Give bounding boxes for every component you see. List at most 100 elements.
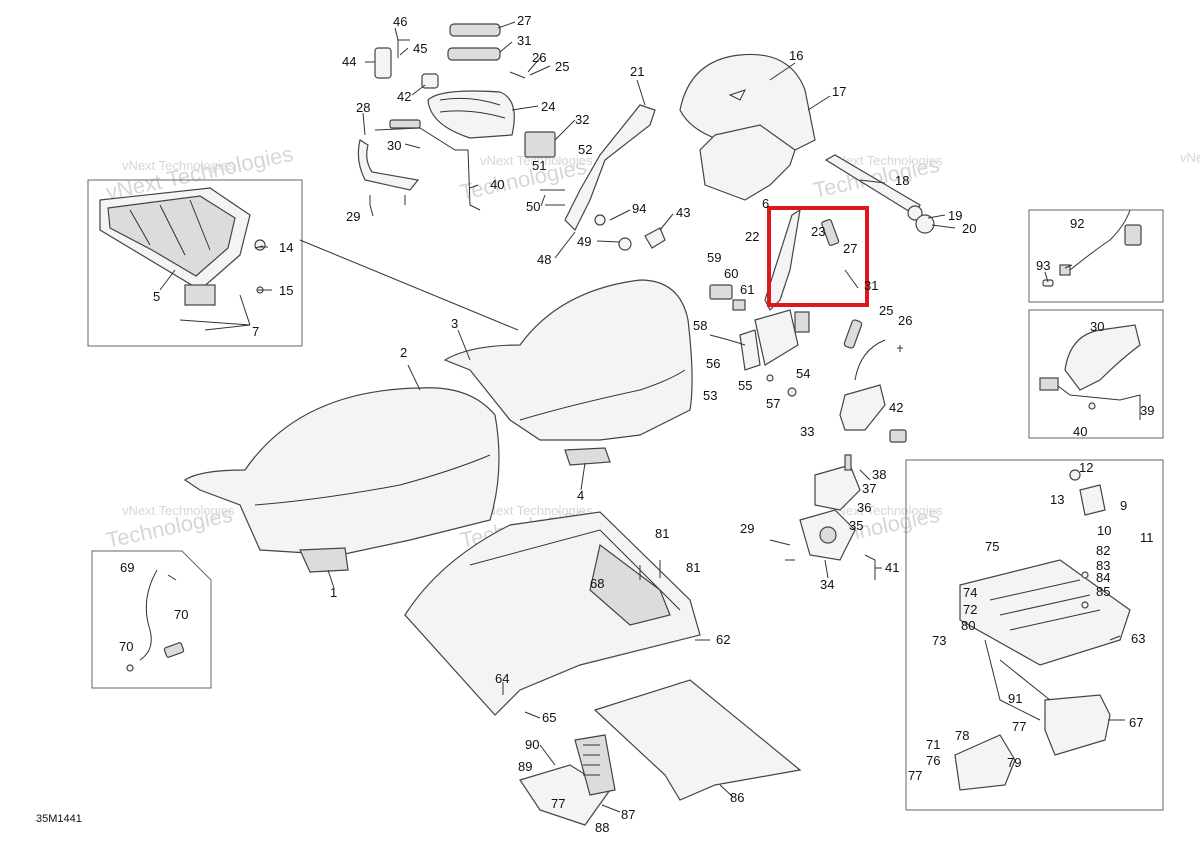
callout-80: 80	[961, 618, 975, 633]
callout-17: 17	[832, 84, 846, 99]
callout-18: 18	[895, 173, 909, 188]
callout-53: 53	[703, 388, 717, 403]
callout-36: 36	[857, 500, 871, 515]
callout-56: 56	[706, 356, 720, 371]
callout-27: 27	[843, 241, 857, 256]
callout-65: 65	[542, 710, 556, 725]
callout-86: 86	[730, 790, 744, 805]
callout-50: 50	[526, 199, 540, 214]
callout-21: 21	[630, 64, 644, 79]
callout-70: 70	[119, 639, 133, 654]
callout-82: 82	[1096, 543, 1110, 558]
callout-63: 63	[1131, 631, 1145, 646]
callout-93: 93	[1036, 258, 1050, 273]
callout-22: 22	[745, 229, 759, 244]
callout-59: 59	[707, 250, 721, 265]
callout-57: 57	[766, 396, 780, 411]
callout-77: 77	[1012, 719, 1026, 734]
inset-box-backrest-assy	[1028, 309, 1164, 439]
callout-85: 85	[1096, 584, 1110, 599]
callout-91: 91	[1008, 691, 1022, 706]
callout-55: 55	[738, 378, 752, 393]
callout-83: 83	[1096, 558, 1110, 573]
callout-26: 26	[532, 50, 546, 65]
callout-52: 52	[578, 142, 592, 157]
callout-69: 69	[120, 560, 134, 575]
callout-73: 73	[932, 633, 946, 648]
callout-29: 29	[346, 209, 360, 224]
callout-28: 28	[356, 100, 370, 115]
callout-25: 25	[555, 59, 569, 74]
callout-30: 30	[1090, 319, 1104, 334]
leader-lines	[159, 21, 1125, 813]
watermark-text: vNext Technologies	[480, 503, 593, 518]
cable-part	[126, 569, 185, 672]
callout-87: 87	[621, 807, 635, 822]
callout-31: 31	[517, 33, 531, 48]
callout-94: 94	[632, 201, 646, 216]
callout-10: 10	[1097, 523, 1111, 538]
mount-plate	[954, 469, 1131, 791]
callout-67: 67	[1129, 715, 1143, 730]
callout-12: 12	[1079, 460, 1093, 475]
callout-48: 48	[537, 252, 551, 267]
callout-43: 43	[676, 205, 690, 220]
callout-1: 1	[330, 585, 337, 600]
callout-81: 81	[686, 560, 700, 575]
callout-46: 46	[393, 14, 407, 29]
callout-16: 16	[789, 48, 803, 63]
callout-33: 33	[800, 424, 814, 439]
callout-11: 11	[1140, 530, 1154, 545]
callout-25: 25	[879, 303, 893, 318]
callout-4: 4	[577, 488, 584, 503]
callout-61: 61	[740, 282, 754, 297]
callout-75: 75	[985, 539, 999, 554]
watermark-text: vNext Technologies	[830, 153, 943, 168]
callout-39: 39	[1140, 403, 1154, 418]
callout-81: 81	[655, 526, 669, 541]
inset-box-cable	[91, 550, 212, 689]
seat-parts	[183, 279, 693, 573]
callout-40: 40	[1073, 424, 1087, 439]
callout-2: 2	[400, 345, 407, 360]
callout-62: 62	[716, 632, 730, 647]
callout-19: 19	[948, 208, 962, 223]
callout-71: 71	[926, 737, 940, 752]
callout-76: 76	[926, 753, 940, 768]
electrical-parts	[709, 284, 810, 397]
leader-line	[299, 239, 519, 331]
callout-37: 37	[862, 481, 876, 496]
callout-42: 42	[889, 400, 903, 415]
callout-9: 9	[1120, 498, 1127, 513]
callout-92: 92	[1070, 216, 1084, 231]
callout-54: 54	[796, 366, 810, 381]
inset-box-rear-bracket	[87, 179, 303, 347]
callout-30: 30	[387, 138, 401, 153]
support-bracket	[540, 104, 666, 251]
inset-box-mount-plate	[905, 459, 1164, 811]
callout-77: 77	[551, 796, 565, 811]
callout-38: 38	[872, 467, 886, 482]
callout-34: 34	[820, 577, 834, 592]
callout-79: 79	[1007, 755, 1021, 770]
callout-14: 14	[279, 240, 293, 255]
grip-parts	[374, 23, 526, 139]
watermark-text: vNext Technologies	[480, 153, 593, 168]
callout-29: 29	[740, 521, 754, 536]
callout-51: 51	[532, 158, 546, 173]
highlight-box	[767, 206, 869, 307]
backrest-pad	[679, 53, 935, 234]
callout-89: 89	[518, 759, 532, 774]
callout-24: 24	[541, 99, 555, 114]
callout-7: 7	[252, 324, 259, 339]
watermark-text: vNext Technologies	[830, 503, 943, 518]
backrest-frame-left	[357, 119, 556, 211]
callout-68: 68	[590, 576, 604, 591]
callout-45: 45	[413, 41, 427, 56]
callout-31: 31	[864, 278, 878, 293]
callout-41: 41	[885, 560, 899, 575]
rear-bracket-part	[99, 187, 272, 331]
watermark-text: vNext Technologies	[122, 503, 235, 518]
callout-84: 84	[1096, 570, 1110, 585]
